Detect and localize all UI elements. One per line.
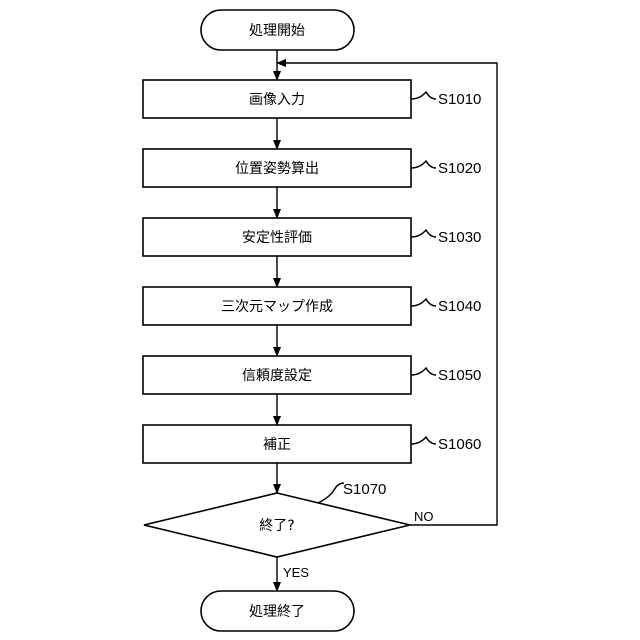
step-id: S1010 <box>438 91 481 108</box>
process-step-s1050: 信頼度設定 S1050 <box>143 356 481 394</box>
step-label: 安定性評価 <box>242 230 312 246</box>
step-id: S1030 <box>438 229 481 246</box>
step-id: S1060 <box>438 436 481 453</box>
process-step-s1040: 三次元マップ作成 S1040 <box>143 287 481 325</box>
start-label: 処理開始 <box>249 23 305 39</box>
process-step-s1030: 安定性評価 S1030 <box>143 218 481 256</box>
step-label: 信頼度設定 <box>242 368 312 384</box>
step-label: 画像入力 <box>249 92 305 108</box>
end-terminal: 処理終了 <box>201 591 354 631</box>
step-id-leader <box>411 368 436 375</box>
step-label: 位置姿勢算出 <box>235 161 319 177</box>
step-id-leader <box>411 161 436 168</box>
start-terminal: 処理開始 <box>201 10 354 50</box>
decision-id: S1070 <box>343 481 386 498</box>
end-label: 処理終了 <box>249 604 305 620</box>
decision-id-leader <box>318 483 344 503</box>
step-id: S1020 <box>438 160 481 177</box>
process-step-s1020: 位置姿勢算出 S1020 <box>143 149 481 187</box>
step-id-leader <box>411 230 436 237</box>
yes-label: YES <box>283 565 309 580</box>
process-step-s1010: 画像入力 S1010 <box>143 80 481 118</box>
step-label: 三次元マップ作成 <box>221 299 333 315</box>
process-step-s1060: 補正 S1060 <box>143 425 481 463</box>
step-label: 補正 <box>263 437 291 453</box>
decision-s1070: 終了? S1070 <box>144 481 410 557</box>
step-id: S1040 <box>438 298 481 315</box>
step-id: S1050 <box>438 367 481 384</box>
step-id-leader <box>411 299 436 306</box>
step-id-leader <box>411 437 436 444</box>
decision-label: 終了? <box>259 518 294 534</box>
step-id-leader <box>411 92 436 99</box>
no-label: NO <box>414 509 434 524</box>
